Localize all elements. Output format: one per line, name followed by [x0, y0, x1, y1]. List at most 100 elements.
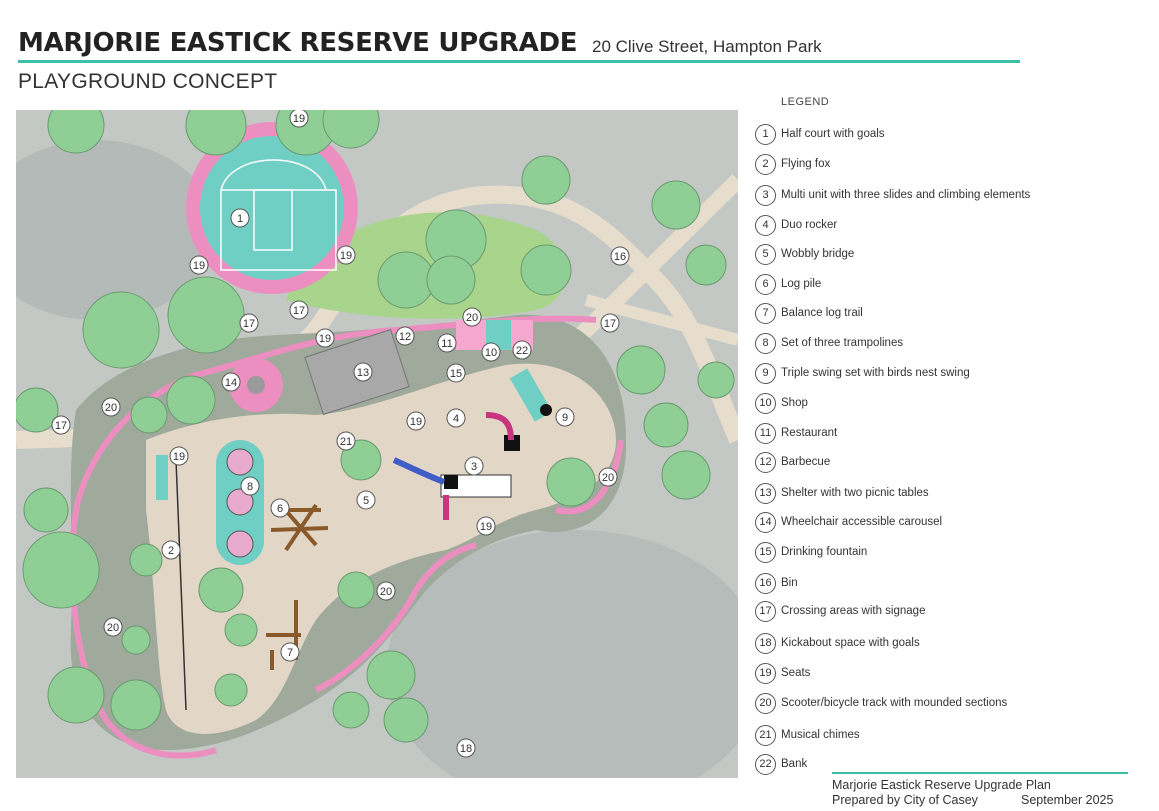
flying-fox-start	[156, 455, 168, 500]
legend-label: Wheelchair accessible carousel	[781, 516, 943, 528]
svg-text:21: 21	[340, 436, 352, 448]
legend-number: 5	[755, 243, 776, 265]
svg-text:10: 10	[485, 347, 497, 359]
svg-text:20: 20	[105, 402, 117, 414]
map-marker-18[interactable]: 18	[456, 738, 476, 758]
path-branch	[570, 174, 738, 346]
map-marker-19f[interactable]: 19	[169, 446, 189, 466]
map-marker-19g[interactable]: 19	[476, 516, 496, 536]
svg-text:22: 22	[516, 345, 528, 357]
map-marker-6[interactable]: 6	[270, 498, 290, 518]
map-marker-17d[interactable]: 17	[289, 300, 309, 320]
legend-number: 16	[755, 572, 776, 594]
legend-label: Flying fox	[781, 158, 831, 170]
map-marker-8[interactable]: 8	[240, 476, 260, 496]
map-marker-15[interactable]: 15	[446, 363, 466, 383]
map-marker-16[interactable]: 16	[610, 246, 630, 266]
svg-text:19: 19	[319, 333, 331, 345]
map-marker-3[interactable]: 3	[464, 456, 484, 476]
map-marker-7[interactable]: 7	[280, 642, 300, 662]
map-marker-19c[interactable]: 19	[336, 245, 356, 265]
legend-number: 3	[755, 184, 776, 206]
court-key	[253, 189, 293, 251]
site-plan-map[interactable]: 1 2 3 4 5 6 7 8 11 12 13 14 15 16 17 17 …	[16, 110, 738, 778]
map-marker-19d[interactable]: 19	[315, 328, 335, 348]
slide	[485, 412, 514, 441]
map-marker-19b[interactable]: 19	[189, 255, 209, 275]
map-marker-19[interactable]: 19	[289, 110, 309, 128]
svg-text:17: 17	[55, 420, 67, 432]
path-branch	[584, 294, 738, 346]
map-marker-20c[interactable]: 20	[598, 467, 618, 487]
svg-text:5: 5	[363, 495, 369, 507]
map-marker-20b[interactable]: 20	[101, 397, 121, 417]
map-marker-20e[interactable]: 20	[103, 617, 123, 637]
legend-label: Shop	[781, 397, 808, 409]
map-marker-9[interactable]: 9	[555, 407, 575, 427]
map-marker-14[interactable]: 14	[221, 372, 241, 392]
footer-divider	[832, 772, 1128, 774]
legend-number: 6	[755, 273, 776, 295]
map-marker-17b[interactable]: 17	[239, 313, 259, 333]
svg-text:11: 11	[441, 338, 452, 350]
map-marker-1[interactable]: 1	[230, 208, 250, 228]
half-court[interactable]	[200, 136, 344, 280]
trampoline[interactable]	[226, 488, 254, 516]
legend-number: 7	[755, 302, 776, 324]
trampoline[interactable]	[226, 448, 254, 476]
map-marker-20d[interactable]: 20	[376, 581, 396, 601]
log-pile[interactable]	[270, 503, 329, 552]
svg-text:19: 19	[340, 250, 352, 262]
map-marker-2[interactable]: 2	[161, 540, 181, 560]
svg-text:18: 18	[460, 743, 472, 755]
map-markers: 1 2 3 4 5 6 7 8 11 12 13 14 15 16 17 17 …	[51, 110, 630, 758]
map-marker-19e[interactable]: 19	[406, 411, 426, 431]
map-marker-20[interactable]: 20	[462, 307, 482, 327]
legend-number: 9	[755, 362, 776, 384]
map-marker-11[interactable]: 11	[437, 333, 457, 353]
birds-nest-swing	[540, 404, 552, 416]
map-marker-17[interactable]: 17	[600, 313, 620, 333]
map-marker-17c[interactable]: 17	[51, 415, 71, 435]
legend-number: 12	[755, 451, 776, 473]
title-divider	[18, 60, 1020, 63]
aerial-shadow	[386, 530, 738, 778]
legend-number: 10	[755, 392, 776, 414]
footer-prepared-by: Prepared by City of Casey	[832, 793, 978, 807]
svg-text:19: 19	[173, 451, 185, 463]
map-marker-13[interactable]: 13	[353, 362, 373, 382]
svg-text:20: 20	[602, 472, 614, 484]
legend-number: 2	[755, 153, 776, 175]
map-marker-5[interactable]: 5	[356, 490, 376, 510]
legend-number: 18	[755, 632, 776, 654]
site-address: 20 Clive Street, Hampton Park	[592, 37, 822, 56]
legend-label: Drinking fountain	[781, 546, 868, 558]
carousel[interactable]	[247, 376, 265, 394]
footer-date: September 2025	[1021, 793, 1114, 807]
map-marker-12[interactable]: 12	[395, 326, 415, 346]
svg-text:15: 15	[450, 368, 462, 380]
map-marker-4[interactable]: 4	[446, 408, 466, 428]
legend-label: Seats	[781, 667, 811, 679]
legend-label: Shelter with two picnic tables	[781, 487, 929, 499]
map-marker-21[interactable]: 21	[336, 431, 356, 451]
trampoline[interactable]	[226, 530, 254, 558]
svg-text:19: 19	[480, 521, 492, 533]
legend-number: 21	[755, 724, 776, 746]
svg-text:17: 17	[243, 318, 255, 330]
legend-item-10: 10 Shop	[755, 391, 808, 415]
map-marker-10[interactable]: 10	[481, 342, 501, 362]
trees	[16, 110, 735, 743]
svg-text:9: 9	[562, 412, 568, 424]
map-marker-22[interactable]: 22	[512, 340, 532, 360]
legend-label: Scooter/bicycle track with mounded secti…	[781, 697, 1008, 709]
legend-number: 15	[755, 541, 776, 563]
